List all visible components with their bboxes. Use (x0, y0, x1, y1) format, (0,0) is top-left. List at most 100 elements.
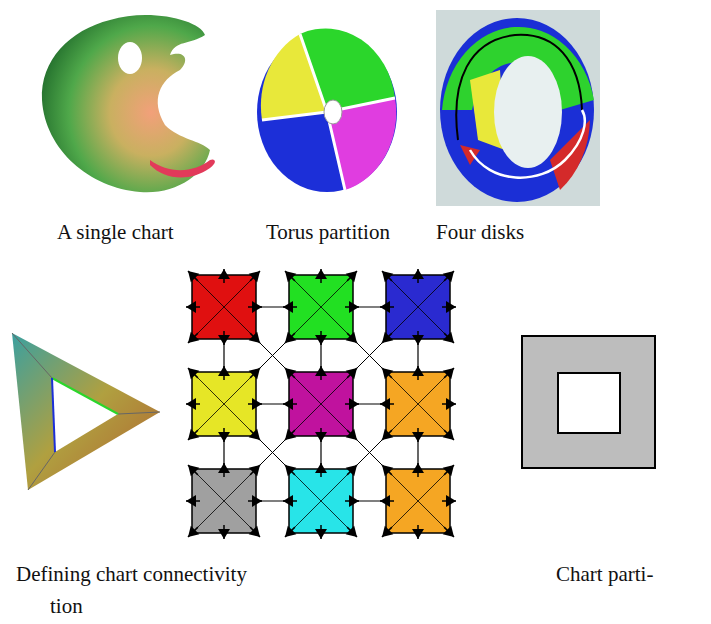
arrow-head (315, 335, 327, 345)
arrow-head (443, 368, 454, 379)
triangle-frame-illustration (12, 333, 160, 490)
square-diagonal (289, 275, 353, 339)
arrow-head (186, 301, 196, 313)
arrow-head (380, 398, 390, 410)
chart-square (192, 372, 256, 436)
arrow-head (446, 398, 456, 410)
arrow-head (382, 368, 393, 379)
arrow-head (285, 526, 296, 537)
chart-square (386, 469, 450, 533)
arrow-head (283, 301, 293, 313)
arrow-head (249, 465, 260, 476)
arrow-head (285, 429, 296, 440)
arrow-head (349, 301, 359, 313)
arrow-head (446, 301, 456, 313)
chart-partition-illustration (522, 336, 655, 468)
four-disks-illustration (436, 10, 600, 206)
square-diagonal (192, 275, 256, 339)
arrow-head (218, 529, 230, 539)
arrow-head (315, 366, 327, 376)
arrow-head (218, 432, 230, 442)
square-diagonal (386, 275, 450, 339)
square-diagonal (192, 372, 256, 436)
arrow-head (346, 465, 357, 476)
arrow-head (188, 526, 199, 537)
arrow-head (186, 398, 196, 410)
chart-square (192, 275, 256, 339)
arrow-head (285, 465, 296, 476)
arrow-head (188, 368, 199, 379)
arrow-head (443, 526, 454, 537)
arrow-head (186, 495, 196, 507)
arrow-head (346, 526, 357, 537)
torus-partition-illustration (257, 28, 397, 192)
chart-square (289, 469, 353, 533)
arrow-head (218, 335, 230, 345)
chart-square (386, 275, 450, 339)
arrow-head (218, 463, 230, 473)
arrow-head (349, 495, 359, 507)
chart-square (192, 469, 256, 533)
arrow-head (382, 271, 393, 282)
single-chart-illustration (42, 15, 215, 192)
arrow-head (252, 495, 262, 507)
arrow-head (315, 269, 327, 279)
arrow-head (349, 398, 359, 410)
arrow-head (283, 495, 293, 507)
arrow-head (315, 432, 327, 442)
arrow-head (382, 465, 393, 476)
chart-connectivity-grid (186, 269, 456, 539)
chart-square (289, 372, 353, 436)
square-diagonal (386, 469, 450, 533)
arrow-head (315, 463, 327, 473)
arrow-head (188, 465, 199, 476)
arrow-head (443, 465, 454, 476)
arrow-head (285, 368, 296, 379)
arrow-head (285, 271, 296, 282)
arrow-head (346, 332, 357, 343)
arrow-head (412, 529, 424, 539)
figure-caption: A single chart (57, 222, 174, 243)
arrow-head (382, 429, 393, 440)
chart-square (289, 275, 353, 339)
arrow-head (412, 335, 424, 345)
arrow-head (446, 495, 456, 507)
arrow-head (252, 301, 262, 313)
chart-square (386, 372, 450, 436)
arrow-head (218, 366, 230, 376)
arrow-head (382, 332, 393, 343)
arrow-head (412, 269, 424, 279)
square-diagonal (289, 469, 353, 533)
arrow-head (283, 398, 293, 410)
square-diagonal (386, 372, 450, 436)
arrow-head (412, 463, 424, 473)
figure-caption: tion (50, 596, 83, 617)
arrow-head (412, 432, 424, 442)
arrow-head (252, 398, 262, 410)
arrow-head (412, 366, 424, 376)
figure-caption: Four disks (436, 222, 524, 243)
arrow-head (249, 429, 260, 440)
arrow-head (285, 332, 296, 343)
arrow-head (249, 271, 260, 282)
arrow-head (346, 271, 357, 282)
arrow-head (380, 495, 390, 507)
arrow-head (218, 269, 230, 279)
arrow-head (249, 332, 260, 343)
arrow-head (188, 271, 199, 282)
arrow-head (188, 332, 199, 343)
square-diagonal (192, 469, 256, 533)
figure-caption: Torus partition (266, 222, 390, 243)
arrow-head (249, 368, 260, 379)
arrow-head (346, 368, 357, 379)
arrow-head (443, 429, 454, 440)
arrow-head (249, 526, 260, 537)
arrow-head (443, 332, 454, 343)
arrow-head (188, 429, 199, 440)
square-diagonal (289, 372, 353, 436)
arrow-head (380, 301, 390, 313)
arrow-head (382, 526, 393, 537)
figure-caption: Defining chart connectivity (16, 564, 247, 585)
arrow-head (346, 429, 357, 440)
